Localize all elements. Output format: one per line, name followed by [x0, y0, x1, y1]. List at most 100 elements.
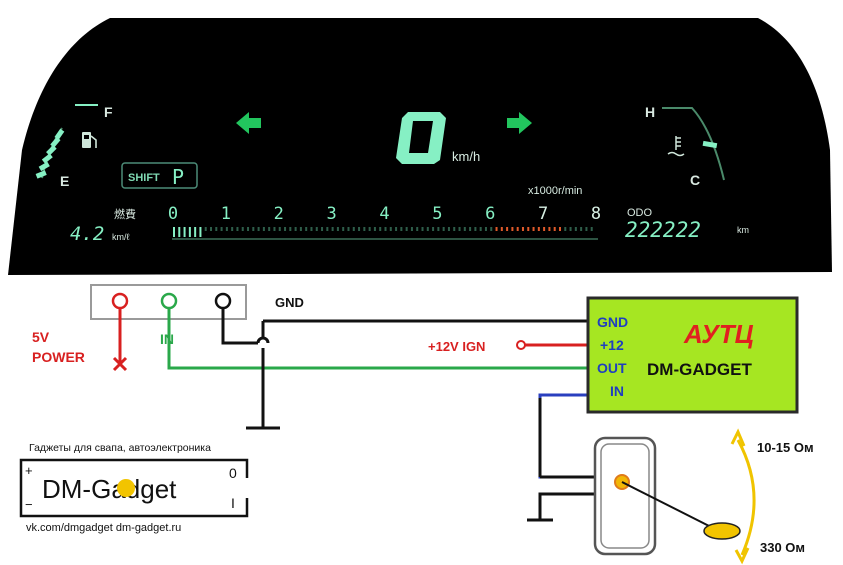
- economy-value: 4.2: [70, 223, 104, 245]
- battery-plus-icon: +: [25, 463, 33, 478]
- battery-one-icon: I: [231, 495, 235, 511]
- tach-segment: [463, 227, 466, 231]
- tach-segment: [299, 227, 302, 231]
- speedometer: 0 km/h: [396, 112, 480, 164]
- resistance-high-label: 10-15 Ом: [757, 440, 814, 455]
- tach-segment: [405, 227, 408, 231]
- tach-segment: [273, 227, 276, 231]
- tach-segment: [490, 227, 493, 231]
- tach-segment: [400, 227, 403, 231]
- control-module: GND +12 OUT IN АУТЦ DM-GADGET: [586, 296, 799, 414]
- tach-segment: [342, 227, 345, 231]
- tach-segment: [537, 227, 540, 231]
- tach-unit: x1000r/min: [528, 185, 582, 197]
- tach-segment: [421, 227, 424, 231]
- tach-segment: [511, 227, 514, 231]
- in-label: IN: [160, 331, 174, 347]
- tach-segment: [580, 227, 583, 231]
- tach-segment: [294, 227, 297, 231]
- tach-segment: [590, 227, 593, 231]
- tach-segment: [331, 227, 334, 231]
- tach-segment: [278, 227, 281, 231]
- tach-segment: [194, 227, 197, 237]
- tach-segment: [532, 227, 535, 231]
- tach-segment: [553, 227, 556, 231]
- fuel-gauge: F E: [35, 104, 113, 189]
- logo-pacman-icon: [117, 479, 135, 497]
- tach-tick-5: 5: [432, 204, 442, 224]
- module-pin-gnd: GND: [597, 314, 628, 330]
- tach-segment: [326, 227, 329, 231]
- brand-tagline: Гаджеты для свапа, автоэлектроника: [29, 442, 211, 454]
- power-label-line1: 5V: [32, 329, 50, 345]
- odo-value: 222222: [625, 218, 701, 242]
- temperature-gauge: H C: [645, 104, 725, 188]
- tach-segment: [453, 227, 456, 231]
- tach-segment: [352, 227, 355, 231]
- battery-zero-icon: 0: [229, 465, 237, 481]
- tach-segment: [426, 227, 429, 231]
- module-pin-out: OUT: [597, 360, 627, 376]
- temp-hot-label: H: [645, 104, 655, 120]
- tach-segment: [379, 227, 382, 231]
- module-title: АУТЦ: [683, 319, 754, 349]
- ign-label: +12V IGN: [428, 339, 485, 354]
- tach-segment: [215, 227, 218, 231]
- instrument-cluster: F E SHIFT P 0 km/h H C: [0, 0, 843, 275]
- tach-segment: [484, 227, 487, 231]
- disconnected-mark-icon: [112, 356, 128, 372]
- sender-arm: [621, 481, 718, 531]
- tach-segment: [437, 227, 440, 231]
- tach-tick-1: 1: [221, 204, 231, 224]
- odo-label: ODO: [627, 207, 653, 219]
- tach-segment: [210, 227, 213, 231]
- resistance-low-label: 330 Ом: [760, 540, 805, 555]
- tach-segment: [289, 227, 292, 231]
- fuel-economy-display: 燃費 4.2 km/ℓ: [70, 207, 136, 245]
- tach-segment: [247, 227, 250, 231]
- turn-left-arrow-icon: [236, 112, 261, 134]
- economy-unit: km/ℓ: [112, 232, 130, 242]
- tach-tick-6: 6: [485, 204, 495, 224]
- fuel-empty-label: E: [60, 173, 69, 189]
- tach-tick-8: 8: [591, 204, 601, 224]
- tach-segment: [363, 227, 366, 231]
- tach-segment: [384, 227, 387, 231]
- tach-segment: [358, 227, 361, 231]
- turn-right-arrow-icon: [507, 112, 532, 134]
- module-pin-in: IN: [610, 383, 624, 399]
- gnd-pin: [214, 292, 232, 310]
- tach-segment: [225, 227, 228, 231]
- tach-segment: [543, 227, 546, 231]
- speed-digit: [396, 112, 446, 164]
- arrow-down-icon: [734, 547, 750, 565]
- tach-segment: [220, 227, 223, 231]
- tach-segment: [204, 227, 207, 231]
- tach-tick-0: 0: [168, 204, 178, 224]
- tach-segment: [336, 227, 339, 231]
- tach-segment: [252, 227, 255, 231]
- tach-segment: [416, 227, 419, 231]
- odometer: ODO 222222 km: [625, 207, 749, 242]
- tach-segment: [310, 227, 313, 231]
- tach-segment: [188, 227, 191, 237]
- tach-segment: [527, 227, 530, 231]
- tach-segment: [315, 227, 318, 231]
- tach-segment: [495, 227, 498, 231]
- module-brand: DM-GADGET: [647, 360, 752, 379]
- tach-segment: [432, 227, 435, 231]
- tach-segment: [474, 227, 477, 231]
- tach-segment: [447, 227, 450, 231]
- shift-label: SHIFT: [128, 172, 160, 184]
- tach-segment: [458, 227, 461, 231]
- tach-segment: [516, 227, 519, 231]
- battery-minus-icon: −: [25, 497, 33, 512]
- tach-segment: [548, 227, 551, 231]
- tach-segment: [305, 227, 308, 231]
- cluster-background: [0, 0, 843, 275]
- tach-segment: [506, 227, 509, 231]
- tach-segment: [241, 227, 244, 231]
- tach-segment: [442, 227, 445, 231]
